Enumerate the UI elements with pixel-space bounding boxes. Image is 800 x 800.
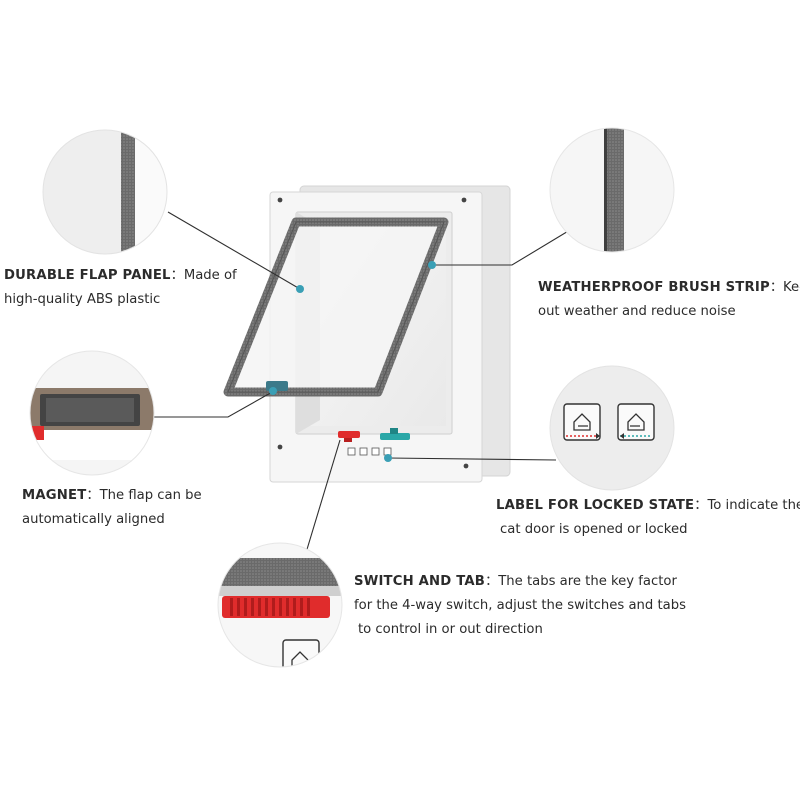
zoom-magnet xyxy=(29,350,155,476)
flap-sep: ： xyxy=(170,268,184,283)
callout-dots xyxy=(269,261,436,462)
screw-hole xyxy=(463,463,469,469)
callout-switch-tab: SWITCH AND TAB：The tabs are the key fact… xyxy=(354,570,686,642)
magnet-line1: The flap can be xyxy=(99,488,202,503)
lock-in-icon xyxy=(563,403,601,441)
magnet-dot xyxy=(269,387,277,395)
zoom-switch-tab xyxy=(217,542,343,668)
callout-flap-panel: DURABLE FLAP PANEL：Made of high-quality … xyxy=(4,264,237,312)
brush-heading: WEATHERPROOF BRUSH STRIP xyxy=(538,280,770,295)
brush-sep: ： xyxy=(769,280,784,295)
brush-line xyxy=(432,229,571,266)
flap-panel xyxy=(223,217,449,397)
magnet-line2: automatically aligned xyxy=(22,512,165,527)
switch-line xyxy=(304,439,341,557)
callout-magnet: MAGNET：The flap can be automatically ali… xyxy=(22,484,202,532)
callout-lines xyxy=(152,211,571,557)
label-line2: cat door is opened or locked xyxy=(500,522,688,537)
magnet-line xyxy=(152,390,275,418)
switch-line3: to control in or out direction xyxy=(358,622,543,637)
switch-heading: SWITCH AND TAB xyxy=(354,574,486,589)
switch-line2: for the 4-way switch, adjust the switche… xyxy=(354,598,686,613)
flap-heading: DURABLE FLAP PANEL xyxy=(4,268,171,283)
zoom-flap-panel xyxy=(42,129,168,255)
flap-line1: Made of xyxy=(183,268,237,283)
screw-hole xyxy=(461,197,467,203)
red-switch xyxy=(222,596,330,618)
magnet-sep: ： xyxy=(86,488,100,503)
cat-door xyxy=(223,185,511,483)
lock-state-labels xyxy=(347,447,392,456)
magnet-heading: MAGNET xyxy=(22,488,87,503)
zoom-brush-strip xyxy=(549,127,675,253)
label-line1: To indicate the xyxy=(707,498,800,513)
label-sep: ： xyxy=(694,498,708,513)
house-arrow-icon xyxy=(282,639,320,667)
brush-line1: Keep xyxy=(783,280,800,295)
lock-out-icon xyxy=(617,403,655,441)
switch-and-tab xyxy=(338,428,410,442)
switch-sep: ： xyxy=(485,574,499,589)
zoom-locked-state xyxy=(549,365,675,491)
callout-locked-state: LABEL FOR LOCKED STATE：To indicate the c… xyxy=(496,494,800,542)
screw-hole xyxy=(277,444,283,450)
label-dot xyxy=(384,454,392,462)
callout-brush-strip: WEATHERPROOF BRUSH STRIP：Keep out weathe… xyxy=(538,276,800,324)
label-line xyxy=(387,457,557,461)
label-heading: LABEL FOR LOCKED STATE xyxy=(496,498,695,513)
switch-line1: The tabs are the key factor xyxy=(498,574,677,589)
screw-hole xyxy=(277,197,283,203)
brush-line2: out weather and reduce noise xyxy=(538,304,736,319)
flap-line xyxy=(167,211,301,290)
flap-line2: high-quality ABS plastic xyxy=(4,292,161,307)
flap-dot xyxy=(296,285,304,293)
brush-dot xyxy=(428,261,436,269)
